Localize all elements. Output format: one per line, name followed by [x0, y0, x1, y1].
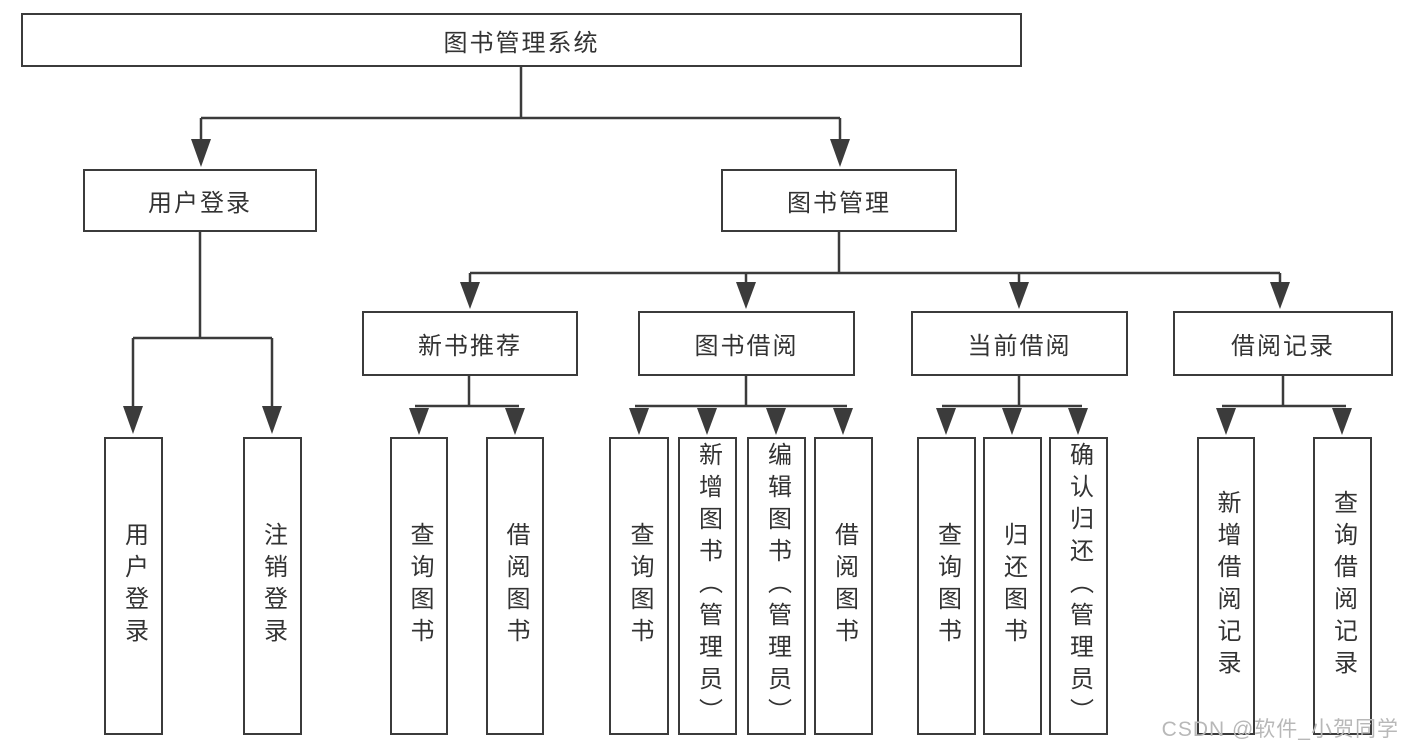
node-root-system-label: 图书管理系统	[443, 29, 600, 57]
node-book-borrowing-label: 图书借阅	[694, 333, 799, 360]
leaf-user-login: 用户登录	[104, 437, 163, 735]
node-borrowing-records: 借阅记录	[1173, 311, 1393, 376]
node-user-login: 用户登录	[83, 169, 317, 232]
node-book-management: 图书管理	[721, 169, 957, 232]
node-new-book-recommend-label: 新书推荐	[418, 333, 522, 360]
node-borrowing-records-label: 借阅记录	[1231, 333, 1335, 360]
leaf-query-books-current-label: 查询图书	[933, 522, 961, 650]
leaf-query-books-current: 查询图书	[917, 437, 976, 735]
leaf-query-books-borrowing-label: 查询图书	[626, 522, 653, 650]
node-current-borrowing-label: 当前借阅	[967, 333, 1072, 360]
leaf-query-borrow-record: 查询借阅记录	[1313, 437, 1372, 735]
leaf-add-borrow-record: 新增借阅记录	[1197, 437, 1255, 735]
leaf-user-login-label: 用户登录	[120, 522, 148, 650]
leaf-edit-book-admin-label: 编辑图书（管理员）	[763, 442, 791, 730]
leaf-borrow-books-recommend: 借阅图书	[486, 437, 544, 735]
leaf-add-borrow-record-label: 新增借阅记录	[1213, 490, 1240, 682]
csdn-watermark: CSDN @软件_小贺同学	[1161, 718, 1399, 741]
node-book-management-label: 图书管理	[787, 190, 891, 217]
leaf-return-book-label: 归还图书	[999, 522, 1027, 650]
node-new-book-recommend: 新书推荐	[362, 311, 578, 376]
node-user-login-label: 用户登录	[148, 190, 252, 217]
leaf-logout-label: 注销登录	[259, 522, 287, 650]
leaf-borrow-books-recommend-label: 借阅图书	[502, 522, 529, 650]
node-root-system: 图书管理系统	[21, 13, 1022, 67]
node-current-borrowing: 当前借阅	[911, 311, 1128, 376]
leaf-query-books-borrowing: 查询图书	[609, 437, 669, 735]
leaf-borrow-books: 借阅图书	[814, 437, 873, 735]
leaf-confirm-return-admin: 确认归还（管理员）	[1049, 437, 1108, 735]
leaf-add-book-admin-label: 新增图书（管理员）	[694, 442, 722, 730]
leaf-return-book: 归还图书	[983, 437, 1042, 735]
leaf-logout: 注销登录	[243, 437, 302, 735]
leaf-add-book-admin: 新增图书（管理员）	[678, 437, 737, 735]
leaf-query-books-recommend: 查询图书	[390, 437, 448, 735]
node-book-borrowing: 图书借阅	[638, 311, 855, 376]
leaf-confirm-return-admin-label: 确认归还（管理员）	[1065, 442, 1093, 730]
leaf-borrow-books-label: 借阅图书	[830, 522, 858, 650]
leaf-edit-book-admin: 编辑图书（管理员）	[747, 437, 806, 735]
leaf-query-borrow-record-label: 查询借阅记录	[1329, 490, 1357, 682]
leaf-query-books-recommend-label: 查询图书	[406, 522, 433, 650]
